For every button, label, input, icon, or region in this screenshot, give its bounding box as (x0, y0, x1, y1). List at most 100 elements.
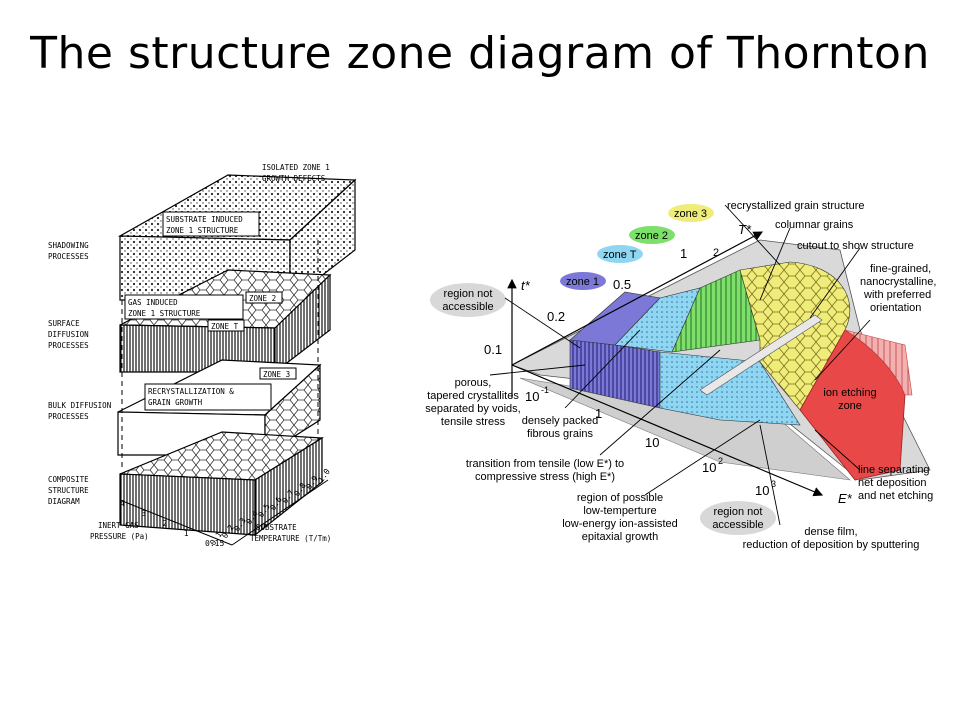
zone2-label: ZONE 2 (249, 294, 276, 303)
zonet-front (659, 351, 801, 426)
region-not-accessible-top-bubble (430, 283, 506, 317)
region-bottom-l2: accessible (712, 519, 763, 531)
region-top-l2: accessible (442, 301, 493, 313)
pressure-tick: 4 (120, 499, 125, 508)
ion-etch-l2: zone (838, 400, 862, 412)
region-possible-l3: low-energy ion-assisted (562, 518, 678, 530)
T-star-axis (511, 231, 764, 366)
slide-title: The structure zone diagram of Thornton (30, 28, 930, 79)
E-tick-sup-3: 3 (771, 479, 776, 489)
porous-l4: tensile stress (441, 416, 506, 428)
zone3-badge (668, 204, 714, 222)
recryst-l1: RECRYSTALLIZATION & (148, 387, 234, 396)
T-tick-1: 1 (680, 246, 687, 261)
porous-l2: tapered crystallites (427, 390, 519, 402)
leader-dense-film (759, 424, 781, 526)
recryst-l2: GRAIN GROWTH (148, 398, 203, 407)
leader-region-top (504, 297, 581, 349)
dense-film-l2: reduction of deposition by sputtering (743, 539, 920, 551)
pressure-tick: 2 (163, 519, 168, 528)
zonet-label: ZONE T (211, 322, 239, 331)
fine-l4: orientation (870, 302, 921, 314)
gas-induced-l2: ZONE 1 STRUCTURE (128, 309, 201, 318)
ion-etch-l1: ion etching (823, 387, 876, 399)
callout-gas-induced-box (124, 294, 244, 320)
bulk-l1: BULK DIFFUSION (48, 401, 111, 410)
t-tick-0.1: 0.1 (484, 342, 502, 357)
densely-l2: fibrous grains (527, 428, 594, 440)
recrystallized-label: recrystallized grain structure (727, 200, 865, 212)
pressure-tick: 3 (141, 509, 146, 518)
zone3-badge-text: zone 3 (674, 208, 707, 220)
line-sep-l2: net deposition (858, 477, 927, 489)
transition-l2: compressive stress (high E*) (475, 471, 615, 483)
temperature-label-l2: TEMPERATURE (T/Tm) (250, 534, 331, 543)
leader-line-sep (814, 429, 861, 471)
densely-l1: densely packed (522, 415, 598, 427)
E-tick-10-2: 10 (702, 460, 716, 475)
leader-porous (489, 364, 586, 376)
pressure-label-l2: PRESSURE (Pa) (90, 532, 149, 541)
leader-columnar (759, 227, 791, 301)
temperature-label-l1: SUBSTRATE (256, 523, 297, 532)
zone1-badge (560, 272, 606, 290)
porous-l3: separated by voids, (425, 403, 520, 415)
region-possible-l2: low-temperture (583, 505, 656, 517)
leader-densely (564, 329, 641, 409)
T-tick-0.5: 0.5 (613, 277, 631, 292)
composite-l1: COMPOSITE (48, 475, 89, 484)
E-tick-10-3: 10 (755, 483, 769, 498)
dense-film-l1: dense film, (804, 526, 857, 538)
temperature-axis-line (231, 479, 329, 546)
pink-backwall (844, 329, 913, 396)
region-not-accessible-bottom-bubble (700, 501, 776, 535)
pressure-tick: 0.15 (205, 539, 224, 548)
E-tick-1: 1 (595, 406, 602, 421)
T-star-label: T* (738, 222, 752, 237)
columnar-label: columnar grains (775, 219, 854, 231)
surface-l1: SURFACE (48, 319, 80, 328)
substrate-induced-l2: ZONE 1 STRUCTURE (166, 226, 239, 235)
anders-right-figure: t* T* E* 0.1 0.2 0.5 1 2 10 -1 1 10 10 2… (425, 200, 936, 551)
pressure-ticks: 4 3 2 1 0.15 (120, 499, 224, 548)
leader-fine (814, 319, 871, 381)
t-star-label: t* (521, 278, 531, 293)
callout-recryst-box (144, 383, 272, 411)
pressure-label-l1: INERT GAS (98, 521, 139, 530)
second-block-side (274, 273, 331, 374)
cutout-label: cutout to show structure (797, 240, 914, 252)
thornton-left-figure: ISOLATED ZONE 1 GROWTH DEFECTS SUBSTRATE… (48, 163, 357, 548)
zonet-badge (597, 245, 643, 263)
E-tick-sup-minus1: -1 (541, 385, 549, 395)
region-bottom-l1: region not (714, 506, 763, 518)
pressure-tick: 1 (184, 529, 189, 538)
zone2-badge (629, 226, 675, 244)
region-top-l1: region not (444, 288, 493, 300)
composite-l2: STRUCTURE (48, 486, 89, 495)
callout-zone3-box (259, 367, 297, 380)
T-tick-2: 2 (713, 247, 719, 259)
pressure-axis-line (119, 499, 233, 546)
bulk-l2: PROCESSES (48, 412, 89, 421)
E-tick-10-minus1: 10 (525, 389, 539, 404)
composite-l3: DIAGRAM (48, 497, 80, 506)
leader-transition (599, 349, 721, 456)
shadowing-l2: PROCESSES (48, 252, 89, 261)
region-possible-l1: region of possible (577, 492, 663, 504)
cutout-slot (699, 314, 823, 396)
gas-induced-l1: GAS INDUCED (128, 298, 178, 307)
fine-l2: nanocrystalline, (860, 276, 936, 288)
surface-l3: PROCESSES (48, 341, 89, 350)
callout-substrate-induced-box (162, 211, 260, 237)
surface-l2: DIFFUSION (48, 330, 89, 339)
isolated-zone1-l1: ISOLATED ZONE 1 (262, 163, 330, 172)
line-sep-l3: and net etching (858, 490, 933, 502)
E-tick-10: 10 (645, 435, 659, 450)
zonet-badge-text: zone T (603, 249, 637, 261)
leader-region-possible (644, 419, 761, 496)
fine-l1: fine-grained, (870, 263, 931, 275)
region-possible-l4: epitaxial growth (582, 531, 658, 543)
isolated-zone1-l2: GROWTH DEFECTS (262, 174, 326, 183)
E-star-axis (511, 364, 824, 497)
